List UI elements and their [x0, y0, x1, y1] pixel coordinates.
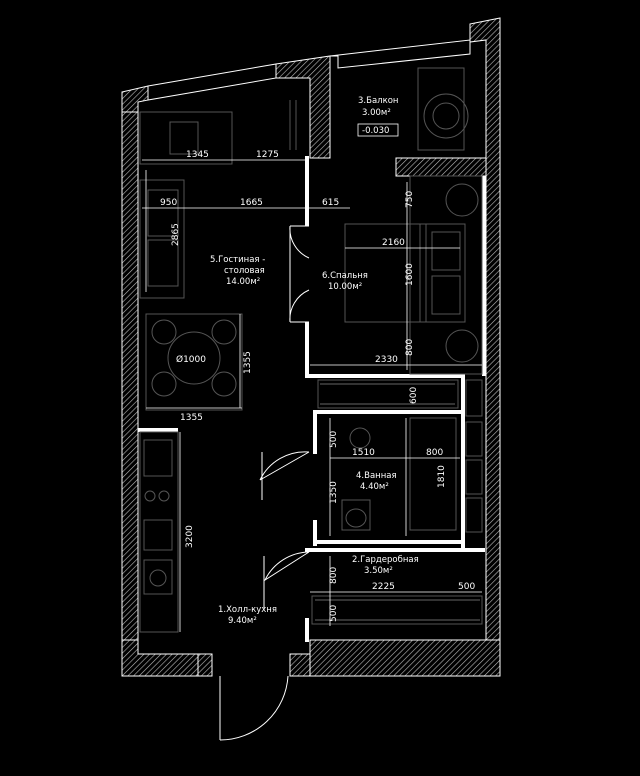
wall-bath-left-lower [313, 520, 317, 546]
sofa [139, 179, 185, 299]
dim-1810: 1810 [437, 465, 447, 488]
room-living-name2: столовая [224, 266, 265, 276]
room-hall-name: 1.Холл-кухня [218, 605, 277, 615]
wall-bath-right [461, 378, 465, 548]
room-balcony-level: -0.030 [362, 126, 389, 136]
closet-hatch [315, 383, 480, 621]
room-balcony-area: 3.00м² [362, 108, 391, 118]
wall-balcony-bottom [395, 157, 487, 177]
wall-wardrobe-bedroom [305, 374, 465, 378]
dining-table-area [145, 313, 243, 411]
balcony-parapet-top [329, 39, 471, 69]
dim-1665: 1665 [240, 198, 263, 208]
window-top-left [147, 63, 277, 101]
dim-800-bath: 800 [426, 448, 443, 458]
door-bathroom [259, 451, 310, 481]
wall-entry-right [289, 653, 311, 677]
exterior-walls [121, 17, 501, 677]
room-bathroom-area: 4.40м² [360, 482, 389, 492]
room-living-area: 14.00м² [226, 277, 260, 287]
room-labels: 3.Балкон 3.00м² -0.030 5.Гостиная - стол… [210, 96, 419, 626]
room-bedroom-name: 6.Спальня [322, 271, 368, 281]
wall-bedroom-left-lower [305, 322, 309, 374]
dim-1345: 1345 [186, 150, 209, 160]
room-bathroom-name: 4.Ванная [356, 471, 397, 481]
dim-3200: 3200 [185, 525, 195, 548]
dim-600: 600 [409, 387, 419, 404]
dim-2330: 2330 [375, 355, 398, 365]
dim-1355-h: 1355 [180, 413, 203, 423]
wall-bedroom-left-upper [305, 156, 309, 226]
toilet [341, 499, 371, 531]
dining-table [167, 331, 221, 385]
dim-500-ward: 500 [458, 582, 475, 592]
dim-1600: 1600 [405, 263, 415, 286]
room-balcony-name: 3.Балкон [358, 96, 398, 106]
wall-bath-bottom [313, 540, 465, 544]
bedroom-closet [317, 379, 459, 409]
wall-bottom-right [309, 639, 501, 677]
dim-500-bath: 500 [329, 431, 339, 448]
wall-top-mid [275, 55, 331, 159]
dimension-labels: 1345 1275 950 1665 615 2865 750 2160 160… [160, 150, 475, 622]
desk [139, 111, 233, 165]
dim-1510: 1510 [352, 448, 375, 458]
room-hall-area: 9.40м² [228, 616, 257, 626]
level-marker [357, 123, 399, 137]
wall-left [121, 91, 139, 641]
wall-bath-left-upper [313, 414, 317, 454]
dim-table-diameter: Ø1000 [176, 354, 206, 365]
room-wardrobe-area: 3.50м² [364, 566, 393, 576]
kitchen-counter [139, 431, 179, 633]
door-entry [219, 675, 289, 741]
room-bedroom-area: 10.00м² [328, 282, 362, 292]
room-wardrobe-name: 2.Гардеробная [352, 555, 419, 565]
interior-walls [138, 156, 486, 642]
wall-entry-left [197, 653, 213, 677]
furniture [139, 67, 483, 633]
dim-1355-v: 1355 [243, 351, 253, 374]
sink [349, 427, 371, 449]
wall-bottom-left [121, 639, 199, 677]
room-living-name1: 5.Гостиная - [210, 255, 265, 265]
wardrobe-closet [311, 595, 483, 625]
bed [344, 223, 466, 323]
dim-500-ward2: 500 [329, 605, 339, 622]
balcony-chair [423, 93, 469, 139]
dim-750: 750 [405, 191, 415, 208]
dim-800-ward: 800 [329, 567, 339, 584]
dim-950: 950 [160, 198, 177, 208]
wall-right-inner [482, 176, 486, 376]
wall-ward-left-lower [305, 618, 309, 642]
dim-615: 615 [322, 198, 339, 208]
dim-2160: 2160 [382, 238, 405, 248]
wall-ward-top [305, 548, 485, 552]
dim-1275: 1275 [256, 150, 279, 160]
wall-kitchen-top [138, 428, 178, 432]
bathtub [409, 417, 457, 531]
dim-800-bed: 800 [405, 339, 415, 356]
dim-2865: 2865 [171, 223, 181, 246]
door-wardrobe [263, 551, 310, 582]
dim-1350: 1350 [329, 481, 339, 504]
dimension-lines [142, 159, 482, 632]
doors [219, 225, 310, 741]
wall-bedroom-bath-divider [313, 410, 465, 414]
dim-2225: 2225 [372, 582, 395, 592]
wall-top-left [121, 85, 149, 113]
door-bedroom [289, 225, 310, 323]
